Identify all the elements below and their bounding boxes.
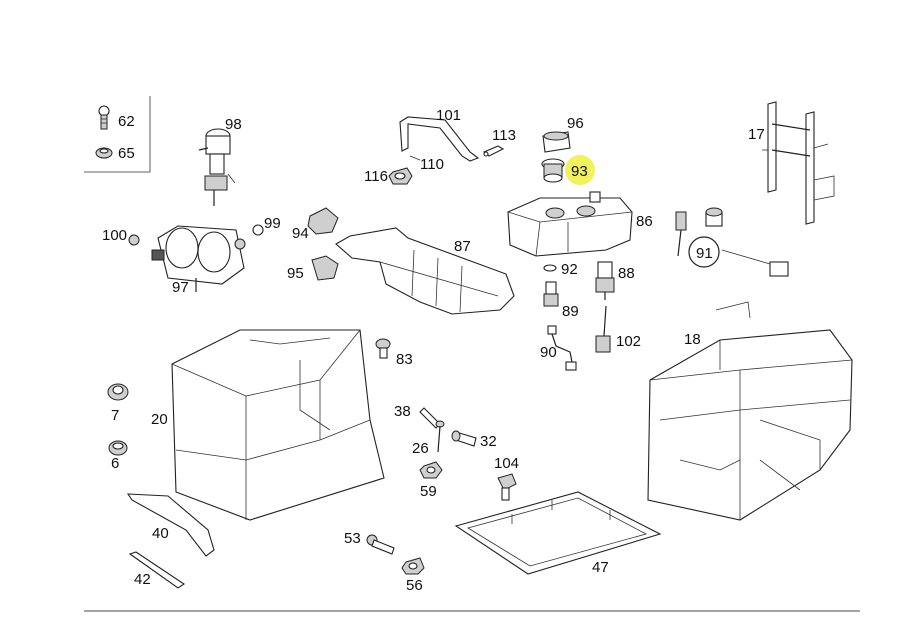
label-91: 91 — [696, 245, 713, 262]
label-97: 97 — [172, 279, 189, 296]
screw-62-icon — [98, 105, 110, 130]
label-92: 92 — [561, 261, 578, 278]
label-32: 32 — [480, 433, 497, 450]
highlight-93-marker — [565, 155, 595, 185]
label-104: 104 — [494, 455, 519, 472]
part-40-strip — [126, 493, 215, 557]
label-94: 94 — [292, 225, 309, 242]
part-91-sensor-group — [675, 207, 789, 277]
part-104-bolt — [497, 473, 517, 501]
part-95-cap — [311, 255, 339, 281]
part-56-nut — [401, 557, 425, 575]
label-26: 26 — [412, 440, 429, 457]
part-96-cap — [542, 131, 571, 153]
label-40: 40 — [152, 525, 169, 542]
part-6-grommet — [108, 440, 128, 456]
fastener-legend-box: 62 65 — [84, 96, 151, 173]
part-83-bolt — [375, 338, 391, 359]
part-88-switch — [595, 261, 615, 300]
part-102-sensor — [595, 305, 611, 353]
label-99: 99 — [264, 215, 281, 232]
label-38: 38 — [394, 403, 411, 420]
label-83: 83 — [396, 351, 413, 368]
part-113-clip — [482, 145, 505, 157]
label-6: 6 — [111, 455, 119, 472]
part-97-pump-assembly — [151, 225, 246, 292]
grommet-65-icon — [95, 147, 113, 159]
part-18-frame — [647, 301, 853, 521]
callout-91-circle — [688, 236, 720, 268]
label-65: 65 — [118, 145, 135, 162]
label-86: 86 — [636, 213, 653, 230]
label-101: 101 — [436, 107, 461, 124]
label-87: 87 — [454, 238, 471, 255]
part-53-screw — [366, 534, 395, 555]
label-17: 17 — [748, 126, 765, 143]
label-42: 42 — [134, 571, 151, 588]
label-88: 88 — [618, 265, 635, 282]
label-90: 90 — [540, 344, 557, 361]
part-87-reservoir — [335, 227, 515, 315]
part-59-nut — [419, 461, 443, 479]
part-26-screw — [435, 420, 445, 453]
label-20: 20 — [151, 411, 168, 428]
part-116-nut — [388, 167, 413, 185]
part-89-sensor — [543, 281, 559, 307]
label-95: 95 — [287, 265, 304, 282]
label-59: 59 — [420, 483, 437, 500]
part-47-tray — [454, 491, 662, 575]
label-96: 96 — [567, 115, 584, 132]
part-94-cap — [307, 207, 339, 235]
label-18: 18 — [684, 331, 701, 348]
part-17-bracket — [762, 101, 835, 225]
part-90-cable — [547, 325, 577, 371]
part-32-bolt — [451, 430, 477, 447]
label-100: 100 — [102, 227, 127, 244]
label-89: 89 — [562, 303, 579, 320]
part-100-clamp — [128, 234, 140, 246]
part-7-grommet — [107, 383, 129, 401]
label-110: 110 — [420, 156, 444, 173]
part-99-fitting — [252, 224, 264, 236]
part-86-tank — [507, 191, 633, 257]
label-62: 62 — [118, 113, 135, 130]
label-53: 53 — [344, 530, 361, 547]
part-92-seal — [543, 264, 557, 272]
part-93-filler-neck — [541, 158, 565, 183]
label-102: 102 — [616, 333, 641, 350]
label-47: 47 — [592, 559, 609, 576]
label-93[interactable]: 93 — [571, 163, 588, 180]
part-20-frame — [171, 329, 385, 521]
label-98: 98 — [225, 116, 242, 133]
part-98-level-sensor — [198, 128, 236, 206]
label-56: 56 — [406, 577, 423, 594]
part-42-strip — [128, 551, 185, 589]
label-116: 116 — [364, 168, 388, 185]
part-101-bracket — [399, 116, 480, 162]
label-113: 113 — [492, 127, 516, 144]
label-7: 7 — [111, 407, 119, 424]
